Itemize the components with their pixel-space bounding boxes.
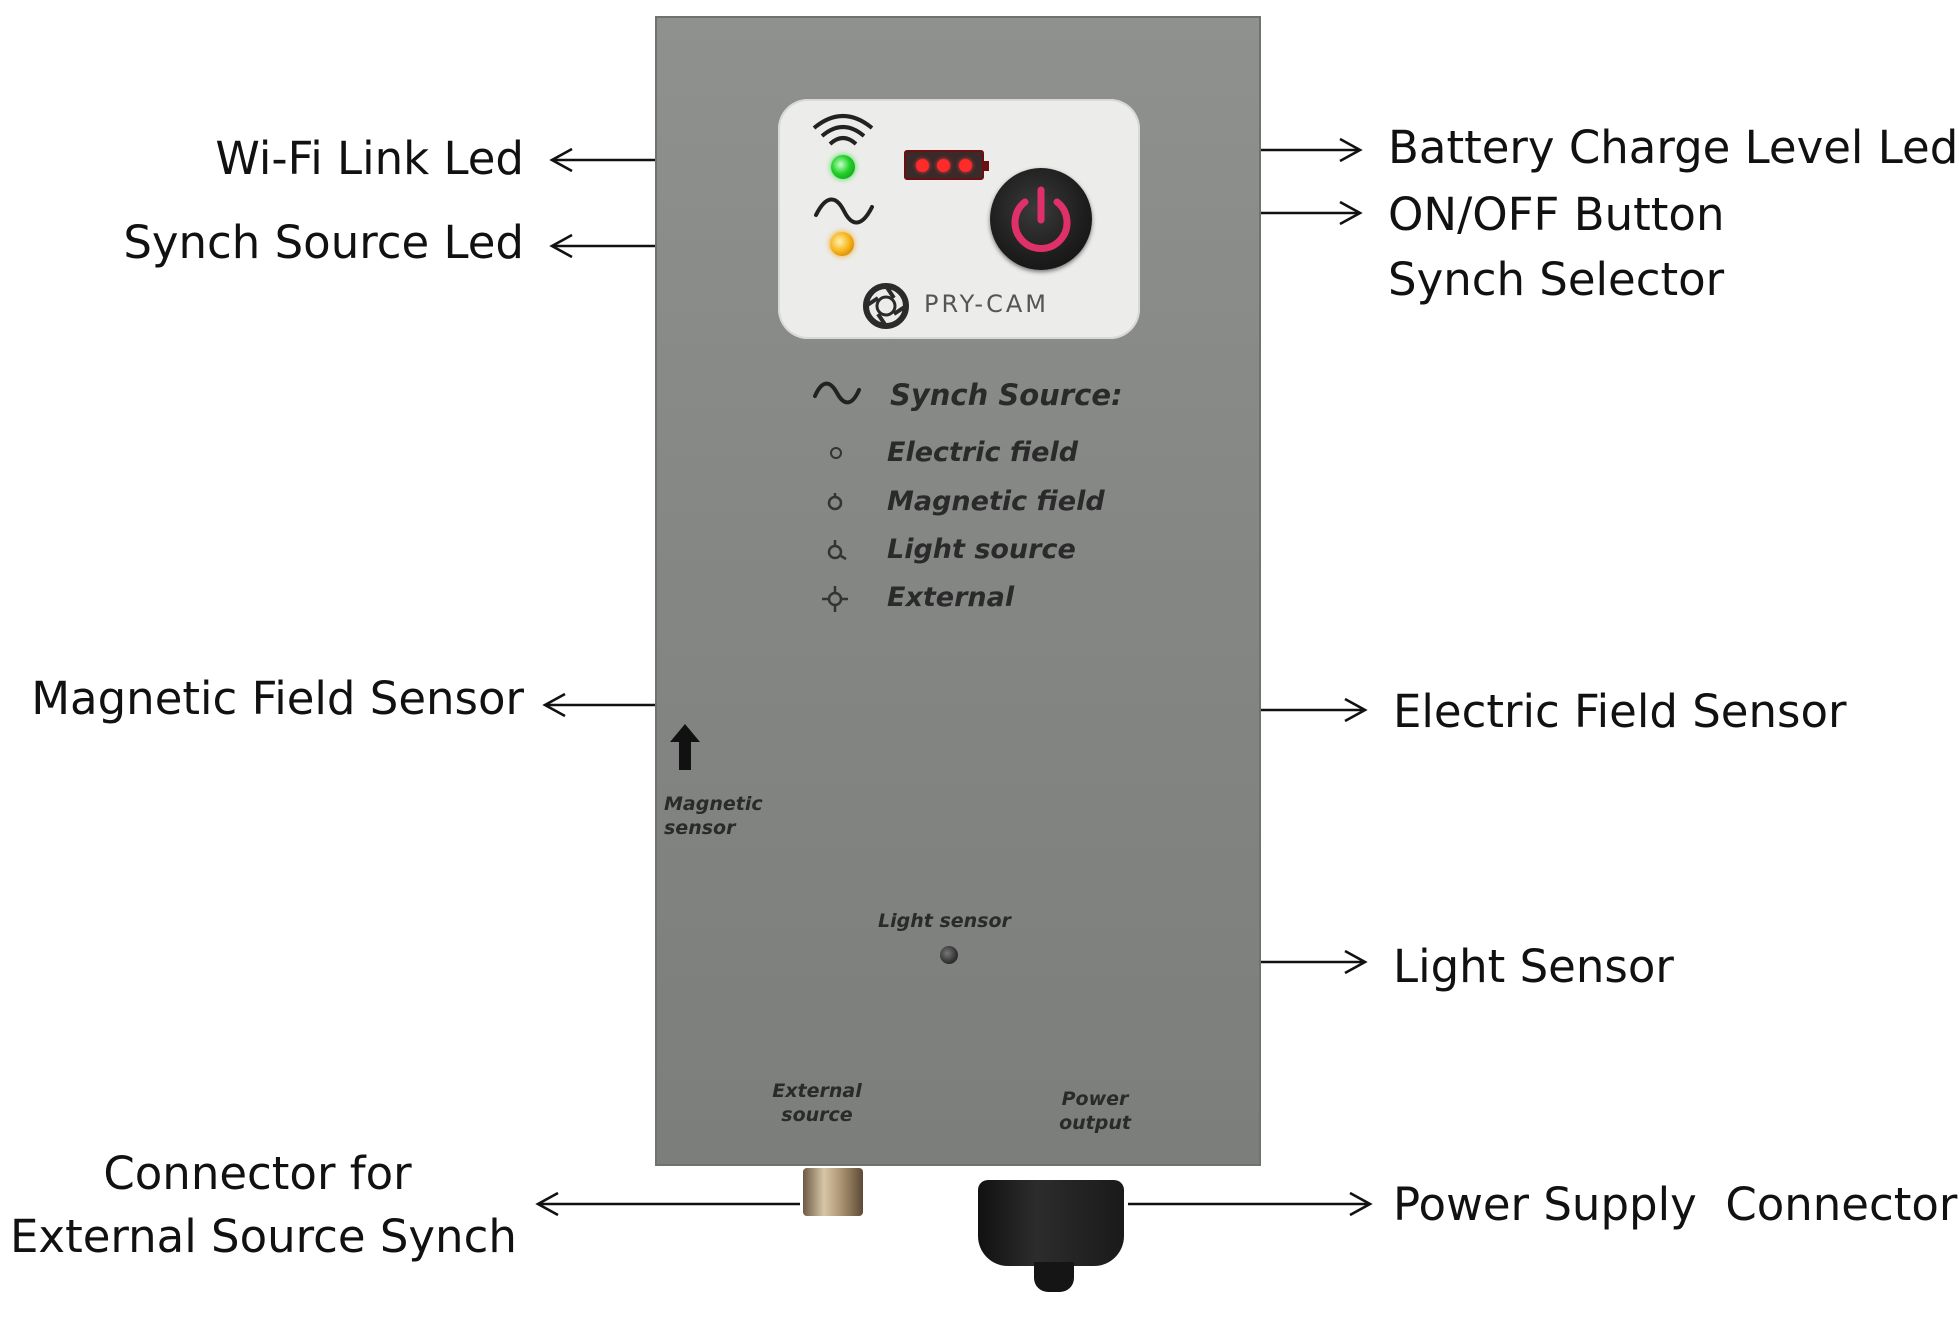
label-on-off-button: ON/OFF Button xyxy=(1388,188,1725,241)
light-sensor-label: Light sensor xyxy=(878,910,1011,932)
pry-cam-logo-icon xyxy=(863,283,909,329)
external-source-label: External source xyxy=(772,1080,862,1126)
synch-mode-electric-field: Electric field xyxy=(887,437,1079,468)
label-electric-field-sensor: Electric Field Sensor xyxy=(1393,685,1847,738)
label-synch-source-led: Synch Source Led xyxy=(123,216,524,269)
brand-name: PRY-CAM xyxy=(924,290,1049,318)
external-mode-icon xyxy=(822,586,848,612)
synch-mode-light-source: Light source xyxy=(887,534,1076,565)
power-icon xyxy=(1011,186,1071,252)
label-magnetic-field-sensor: Magnetic Field Sensor xyxy=(31,672,524,725)
power-output-label: Power output xyxy=(1059,1088,1131,1134)
external-source-connector xyxy=(803,1168,863,1216)
label-synch-selector: Synch Selector xyxy=(1388,253,1725,306)
battery-cell xyxy=(937,158,951,172)
synch-source-title: Synch Source: xyxy=(890,378,1123,412)
label-connector-external-source: Connector for External Source Synch xyxy=(10,1147,517,1263)
light-sensor xyxy=(940,946,958,964)
wifi-link-led xyxy=(831,155,855,179)
label-light-sensor: Light Sensor xyxy=(1393,940,1674,993)
battery-cell xyxy=(958,158,972,172)
magnetic-sensor-label: Magnetic sensor xyxy=(664,793,763,839)
battery-charge-level-led xyxy=(904,150,989,180)
label-wifi-link-led: Wi-Fi Link Led xyxy=(215,132,524,185)
label-power-supply-connector: Power Supply Connector xyxy=(1393,1178,1958,1231)
sine-wave-icon xyxy=(813,381,861,405)
wifi-icon xyxy=(812,114,874,146)
label-battery-charge-level-led: Battery Charge Level Led xyxy=(1388,121,1959,174)
up-arrow-icon xyxy=(670,724,700,770)
light-source-mode-icon xyxy=(827,540,847,561)
synch-source-led xyxy=(830,232,854,256)
sine-wave-icon xyxy=(814,197,874,225)
on-off-button[interactable] xyxy=(990,168,1092,270)
synch-mode-magnetic-field: Magnetic field xyxy=(887,486,1105,517)
power-connector-tip xyxy=(1034,1262,1074,1292)
electric-field-mode-icon xyxy=(830,447,842,459)
power-supply-connector xyxy=(978,1180,1124,1266)
magnetic-field-mode-icon xyxy=(827,493,843,511)
battery-cell xyxy=(916,158,930,172)
synch-mode-external: External xyxy=(887,582,1015,613)
